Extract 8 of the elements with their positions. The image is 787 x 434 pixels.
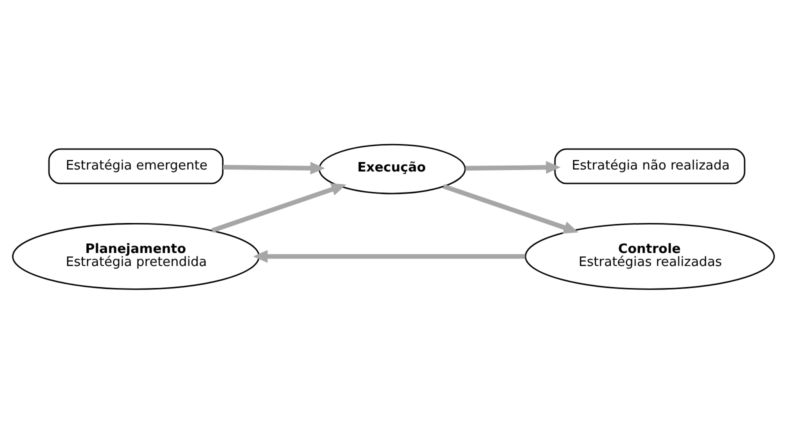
node-box: Estratégia não realizada: [554, 148, 746, 184]
arrow: [222, 162, 325, 175]
arrow: [211, 183, 346, 233]
node-box: Estratégia emergente: [48, 148, 224, 184]
node-ellipse: Planejamento Estratégia pretendida: [12, 222, 260, 290]
arrow: [442, 184, 578, 234]
arrow: [465, 160, 561, 174]
arrow: [253, 250, 526, 263]
